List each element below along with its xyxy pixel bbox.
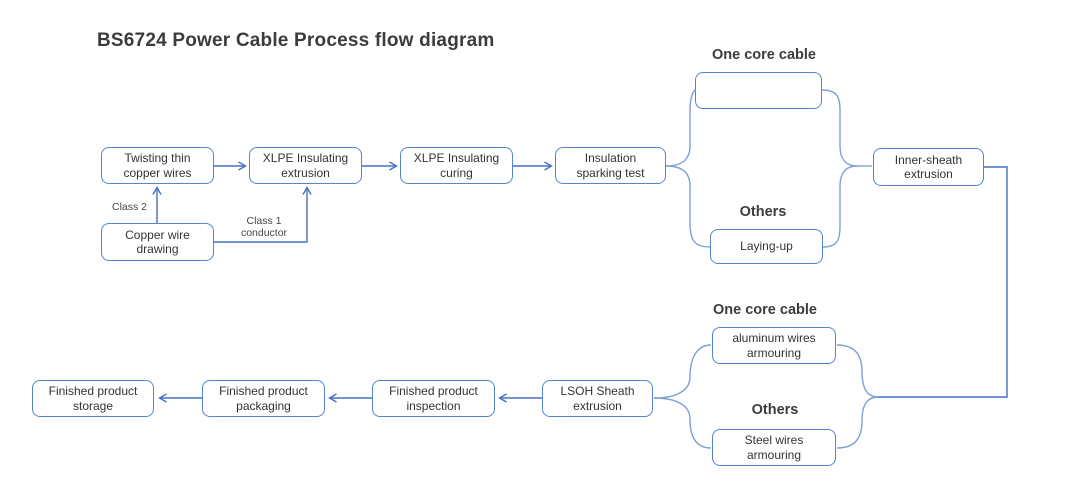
brace-split-to-laying-up [665, 165, 711, 248]
branch-header-others-bottom: Others [751, 402, 799, 418]
node-insulation-sparking-test: Insulation sparking test [555, 147, 666, 184]
node-aluminum-wires-armouring: aluminum wires armouring [712, 327, 836, 364]
brace-merge-from-laying-up [822, 165, 858, 248]
node-inner-sheath-extrusion: Inner-sheath extrusion [873, 148, 984, 186]
node-copper-wire-drawing: Copper wire drawing [101, 223, 214, 261]
edge-label-class-1-conductor: Class 1 conductor [240, 215, 288, 240]
node-lsoh-sheath-extrusion: LSOH Sheath extrusion [542, 380, 653, 417]
branch-header-one-core-cable-bottom: One core cable [713, 302, 817, 318]
branch-header-others-top: Others [739, 204, 787, 220]
node-laying-up: Laying-up [710, 229, 823, 264]
brace-split-to-aluminum [653, 344, 712, 399]
node-twisting-thin-copper-wires: Twisting thin copper wires [101, 147, 214, 184]
node-steel-wires-armouring: Steel wires armouring [712, 429, 836, 466]
brace-split-to-one-core-top [665, 89, 697, 167]
arrow-drawing-to-extrusion [214, 186, 312, 243]
node-finished-product-storage: Finished product storage [32, 380, 154, 417]
diagram-title: BS6724 Power Cable Process flow diagram [97, 30, 495, 51]
connector-inner-sheath-to-lower-branch [878, 166, 1008, 398]
brace-split-to-steel [653, 397, 712, 449]
node-finished-product-inspection: Finished product inspection [372, 380, 495, 417]
node-finished-product-packaging: Finished product packaging [202, 380, 325, 417]
node-xlpe-insulating-extrusion: XLPE Insulating extrusion [249, 147, 362, 184]
brace-merge-from-one-core-top [821, 89, 858, 167]
node-one-core-flow-box [695, 72, 822, 109]
branch-header-one-core-cable-top: One core cable [712, 47, 816, 63]
brace-merge-from-aluminum [836, 344, 879, 398]
edge-label-class-2: Class 2 [112, 201, 148, 213]
brace-merge-from-steel [836, 396, 879, 449]
node-xlpe-insulating-curing: XLPE Insulating curing [400, 147, 513, 184]
